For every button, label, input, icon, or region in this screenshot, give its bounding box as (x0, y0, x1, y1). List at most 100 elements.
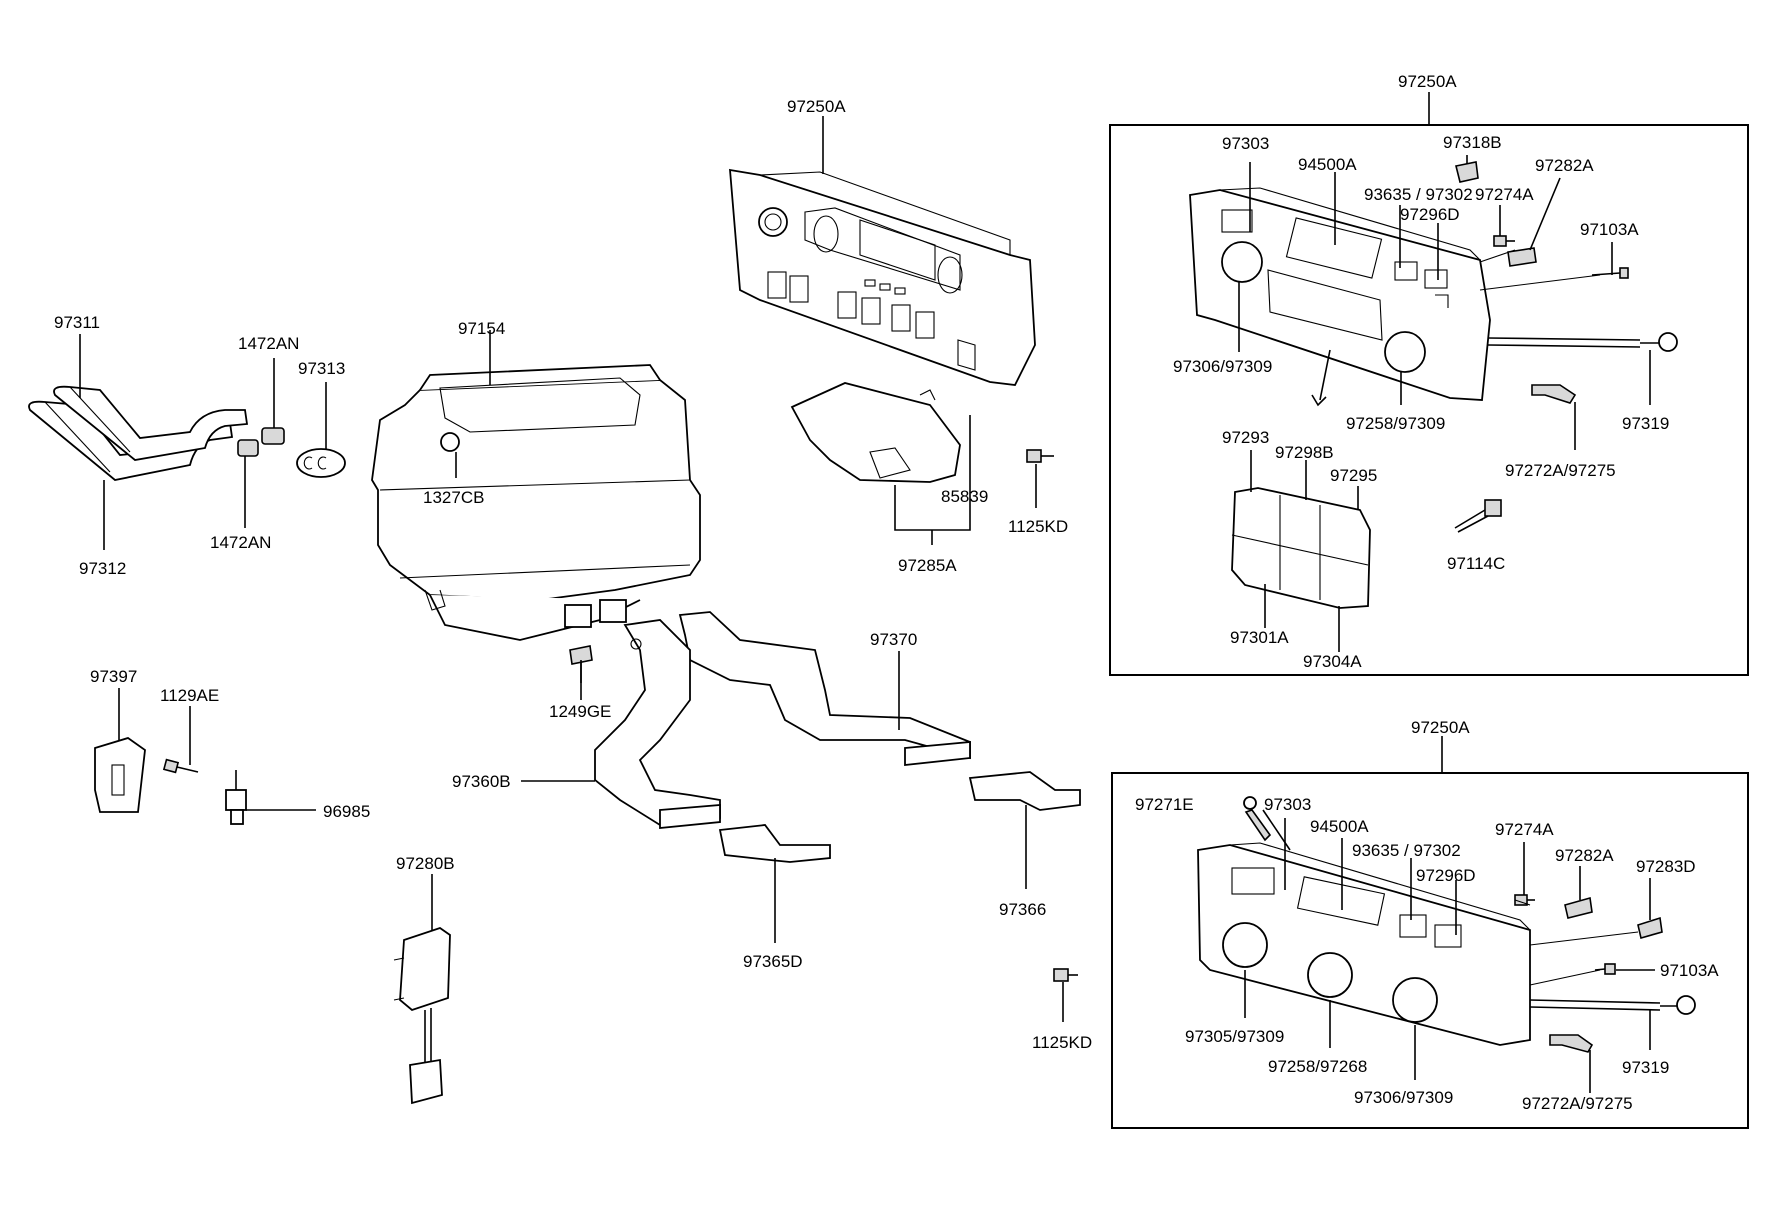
label-box2-97250A: 97250A (1411, 718, 1470, 737)
knob-icon (1222, 922, 1268, 968)
grommet-icon (296, 448, 346, 478)
ring-terminal-icon (1658, 332, 1678, 352)
label-box1-97296D: 97296D (1400, 205, 1460, 224)
ring-terminal-icon (1676, 995, 1696, 1015)
label-1249GE: 1249GE (549, 702, 611, 721)
label-97285A: 97285A (898, 556, 957, 575)
label-97365D: 97365D (743, 952, 803, 971)
knob-icon (758, 207, 788, 237)
label-box1-94500A: 94500A (1298, 155, 1357, 174)
air-duct-97370 (678, 611, 971, 767)
label-box1-93635: 93635 / 97302 (1364, 185, 1473, 204)
hose-clamp-icon (261, 427, 285, 445)
label-1125KD-bottom: 1125KD (1032, 1033, 1092, 1052)
label-box2-97272A: 97272A/97275 (1522, 1094, 1633, 1113)
label-1327CB: 1327CB (423, 488, 484, 507)
screw-icon (1591, 267, 1629, 279)
knob-icon (1307, 952, 1353, 998)
label-box2-97258: 97258/97268 (1268, 1057, 1367, 1076)
label-97280B: 97280B (396, 854, 455, 873)
detail-box-2 (1111, 772, 1749, 1129)
label-box1-97319: 97319 (1622, 414, 1669, 433)
control-panel-box1 (1189, 187, 1491, 401)
label-box2-97319: 97319 (1622, 1058, 1669, 1077)
label-97370: 97370 (870, 630, 917, 649)
label-97312: 97312 (79, 559, 126, 578)
sensor-bracket-97397 (94, 737, 146, 813)
clip-icon (1564, 896, 1593, 919)
label-97250A-panel: 97250A (787, 97, 846, 116)
label-box1-97258: 97258/97309 (1346, 414, 1445, 433)
label-box1-97114C: 97114C (1447, 554, 1505, 573)
actuator-97280B (393, 927, 451, 1105)
ring-terminal-97271E (1243, 796, 1272, 842)
label-box1-97298B: 97298B (1275, 443, 1334, 462)
label-box1-97295: 97295 (1330, 466, 1377, 485)
label-box1-97272A: 97272A/97275 (1505, 461, 1616, 480)
air-duct-97360B (594, 619, 721, 829)
clip-icon (1549, 1034, 1594, 1053)
cable-97319 (1529, 995, 1696, 1015)
label-box2-97282A: 97282A (1555, 846, 1614, 865)
label-box2-97305: 97305/97309 (1185, 1027, 1284, 1046)
label-97397: 97397 (90, 667, 137, 686)
label-97360B: 97360B (452, 772, 511, 791)
label-box1-97303: 97303 (1222, 134, 1269, 153)
control-panel-main (729, 168, 1036, 386)
label-box1-97282A: 97282A (1535, 156, 1594, 175)
heater-pipe-assembly (28, 385, 346, 481)
label-85839: 85839 (941, 487, 988, 506)
label-box2-93635: 93635 / 97302 (1352, 841, 1461, 860)
label-1472AN-top: 1472AN (238, 334, 299, 353)
label-97311: 97311 (54, 313, 100, 332)
label-box2-97306: 97306/97309 (1354, 1088, 1453, 1107)
label-1129AE: 1129AE (160, 686, 219, 705)
label-box1-97250A: 97250A (1398, 72, 1457, 91)
label-box2-97274A: 97274A (1495, 820, 1554, 839)
label-97154: 97154 (458, 319, 505, 338)
label-97313: 97313 (298, 359, 345, 378)
cable-97319 (1487, 332, 1678, 352)
label-box1-97304A: 97304A (1303, 652, 1362, 671)
label-box2-97103A: 97103A (1660, 961, 1719, 980)
label-box1-97274A: 97274A (1475, 185, 1534, 204)
bolt-icon (162, 758, 199, 774)
label-1125KD-top: 1125KD (1008, 517, 1068, 536)
duct-piece-97365D (718, 824, 831, 863)
screw-icon (1026, 449, 1054, 463)
control-panel-box2 (1197, 842, 1531, 1046)
knob-icon (1392, 977, 1438, 1023)
label-1472AN-bottom: 1472AN (210, 533, 271, 552)
label-box2-94500A: 94500A (1310, 817, 1369, 836)
label-96985: 96985 (323, 802, 370, 821)
screw-icon (1594, 963, 1616, 975)
hose-clamp-icon (237, 439, 259, 457)
label-box1-97103A: 97103A (1580, 220, 1639, 239)
knob-icon (1384, 331, 1426, 373)
label-box1-97301A: 97301A (1230, 628, 1289, 647)
screw-icon (1053, 968, 1078, 982)
panel-bracket (790, 382, 961, 483)
face-plate-box1 (1231, 487, 1371, 609)
duct-piece-97366 (968, 771, 1081, 811)
label-box1-97318B: 97318B (1443, 133, 1502, 152)
label-box2-97283D: 97283D (1636, 857, 1696, 876)
screw-icon (1493, 235, 1515, 247)
ring-terminal-icon (1243, 796, 1257, 810)
label-box2-97296D: 97296D (1416, 866, 1476, 885)
label-box2-97271E: 97271E (1135, 795, 1194, 814)
label-97366: 97366 (999, 900, 1046, 919)
clip-icon (1531, 384, 1577, 404)
clip-icon (1507, 247, 1537, 267)
label-box1-97306: 97306/97309 (1173, 357, 1272, 376)
nut-icon (440, 432, 460, 452)
screw-97114C (1454, 499, 1502, 533)
heater-unit (371, 364, 701, 641)
sensor-96985 (225, 770, 247, 825)
clip-icon (1455, 155, 1479, 183)
label-box2-97303: 97303 (1264, 795, 1311, 814)
knob-icon (1221, 241, 1263, 283)
clip-icon (1637, 916, 1663, 940)
label-box1-97293: 97293 (1222, 428, 1269, 447)
